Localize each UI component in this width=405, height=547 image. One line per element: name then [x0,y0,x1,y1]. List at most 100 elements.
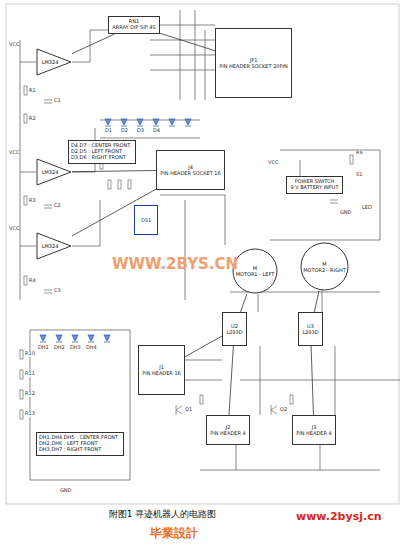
part-label: DH2 [54,345,65,351]
part-label: D1 [105,128,112,134]
wire-stroke [180,346,335,415]
ir-diode-symbol [40,335,46,342]
triangle-outline [37,49,71,75]
wire-connector [72,171,156,172]
triangle-outline [37,233,71,259]
capacitor-symbol [44,205,52,208]
ir-diode-symbol [72,335,78,342]
part-label: R12 [25,391,35,397]
component-box: JP1PIN HEADER SOCKET 20PIN [215,28,292,98]
part-label: GND [60,488,71,494]
part-label: VCC [9,226,19,232]
part-name: POWER SWITCH [289,178,340,184]
part-label: DH3 [70,345,81,351]
part-label: C1 [54,98,61,104]
part-name: LM324 [42,59,59,65]
resistor-symbol [200,395,203,404]
part-name: D4,D7 : CENTER FRONT [71,142,133,148]
part-label: VCC [9,42,19,48]
component-box: RN1ARRAY DIP SIP 4S [108,16,160,34]
ir-diode-symbol [56,335,62,342]
resistor-symbol [350,155,353,164]
part-name: M [322,261,326,267]
resistor-symbol [108,180,111,189]
transistor-symbol [176,405,182,415]
part-label: R2 [29,116,36,122]
part-note: ARRAY DIP SIP 4S [111,24,157,30]
part-name: DS1 [137,217,155,223]
wire-stroke [30,330,130,480]
wire-stroke [180,10,205,100]
part-name: DH1,DH4,DH5 : CENTER FRONT [39,434,121,440]
resistor-symbol [20,370,23,379]
part-note: D3,D6 : RIGHT FRONT [71,154,133,160]
part-label: DH4 [86,345,97,351]
part-label: R4 [29,278,36,284]
component-box: J1PIN HEADER 16 [138,345,185,395]
part-name: M [253,265,257,271]
part-label: Q1 [185,407,192,413]
part-label: D4 [153,128,160,134]
part-note: L293D [301,329,320,335]
wire-stroke [270,150,380,240]
part-note: DH3,DH7 : RIGHT FRONT [39,446,121,452]
resistor-symbol [20,410,23,419]
part-label: C3 [54,288,61,294]
part-note: L293D [225,329,244,335]
transistor-symbol [271,405,277,415]
part-name: LM324 [42,243,59,249]
part-label: Q2 [280,407,287,413]
part-name: U2 [225,323,244,329]
wire-stroke [160,195,225,300]
component-box: J2PIN HEADER 4 [206,415,250,445]
figure-caption: 附图1 寻迹机器人的电路图 [109,510,217,520]
part-name: U3 [301,323,320,329]
part-note: MOTOR1 - LEFT [236,271,275,277]
component-box: DH1,DH4,DH5 : CENTER FRONTDH2,DH6 : LEFT… [36,432,124,456]
resistor-symbol [24,196,27,205]
resistor-symbol [24,114,27,123]
part-name: JP1 [218,57,289,63]
part-note: D2,D5 : LEFT FRONT [71,148,133,154]
part-name: J2 [209,424,247,430]
part-note: PIN HEADER 4 [209,430,247,436]
part-label: VCC [268,160,278,166]
part-label: GND [340,210,351,216]
wire-stroke [6,4,399,504]
component-box: D4,D7 : CENTER FRONTD2,D5 : LEFT FRONTD3… [68,140,136,164]
led-symbol [169,119,175,126]
wire-stroke [6,4,400,504]
resistor-symbol [24,86,27,95]
component-box: DS1 [134,205,158,235]
wire-connector [72,34,115,54]
opamp-symbol: LM324 [36,158,72,186]
part-label: R9 [356,150,363,156]
part-label: R3 [29,198,36,204]
led-symbol [185,119,191,126]
part-label: DH1 [38,345,49,351]
part-note: PIN HEADER SOCKET 16 [159,170,222,176]
part-note: MOTOR2 - RIGHT [303,267,346,273]
wire-connector [314,291,319,312]
watermark: www.2bysj.cn [296,511,382,523]
part-note: PIN HEADER SOCKET 20PIN [218,63,289,69]
watermark: 毕業設計 [150,527,198,540]
part-name: J3 [295,424,333,430]
part-name: RN1 [111,18,157,24]
wire-stroke [20,40,36,300]
component-box: U2L293D [222,312,247,346]
component-box: POWER SWITCH9 V BATTERY INPUT [286,176,343,194]
part-note: DH2,DH6 : LEFT FRONT [39,440,121,446]
part-label: LED [362,205,372,211]
part-note: 9 V BATTERY INPUT [289,184,340,190]
wire-connector [185,336,222,357]
part-label: C2 [54,203,61,209]
opamp-symbol: LM324 [36,48,72,76]
ir-diode-symbol [88,335,94,342]
led-symbol [105,119,111,126]
part-label: R11 [25,371,35,377]
wire-connector [229,346,233,415]
resistor-symbol [24,276,27,285]
wire-stroke [20,86,353,419]
